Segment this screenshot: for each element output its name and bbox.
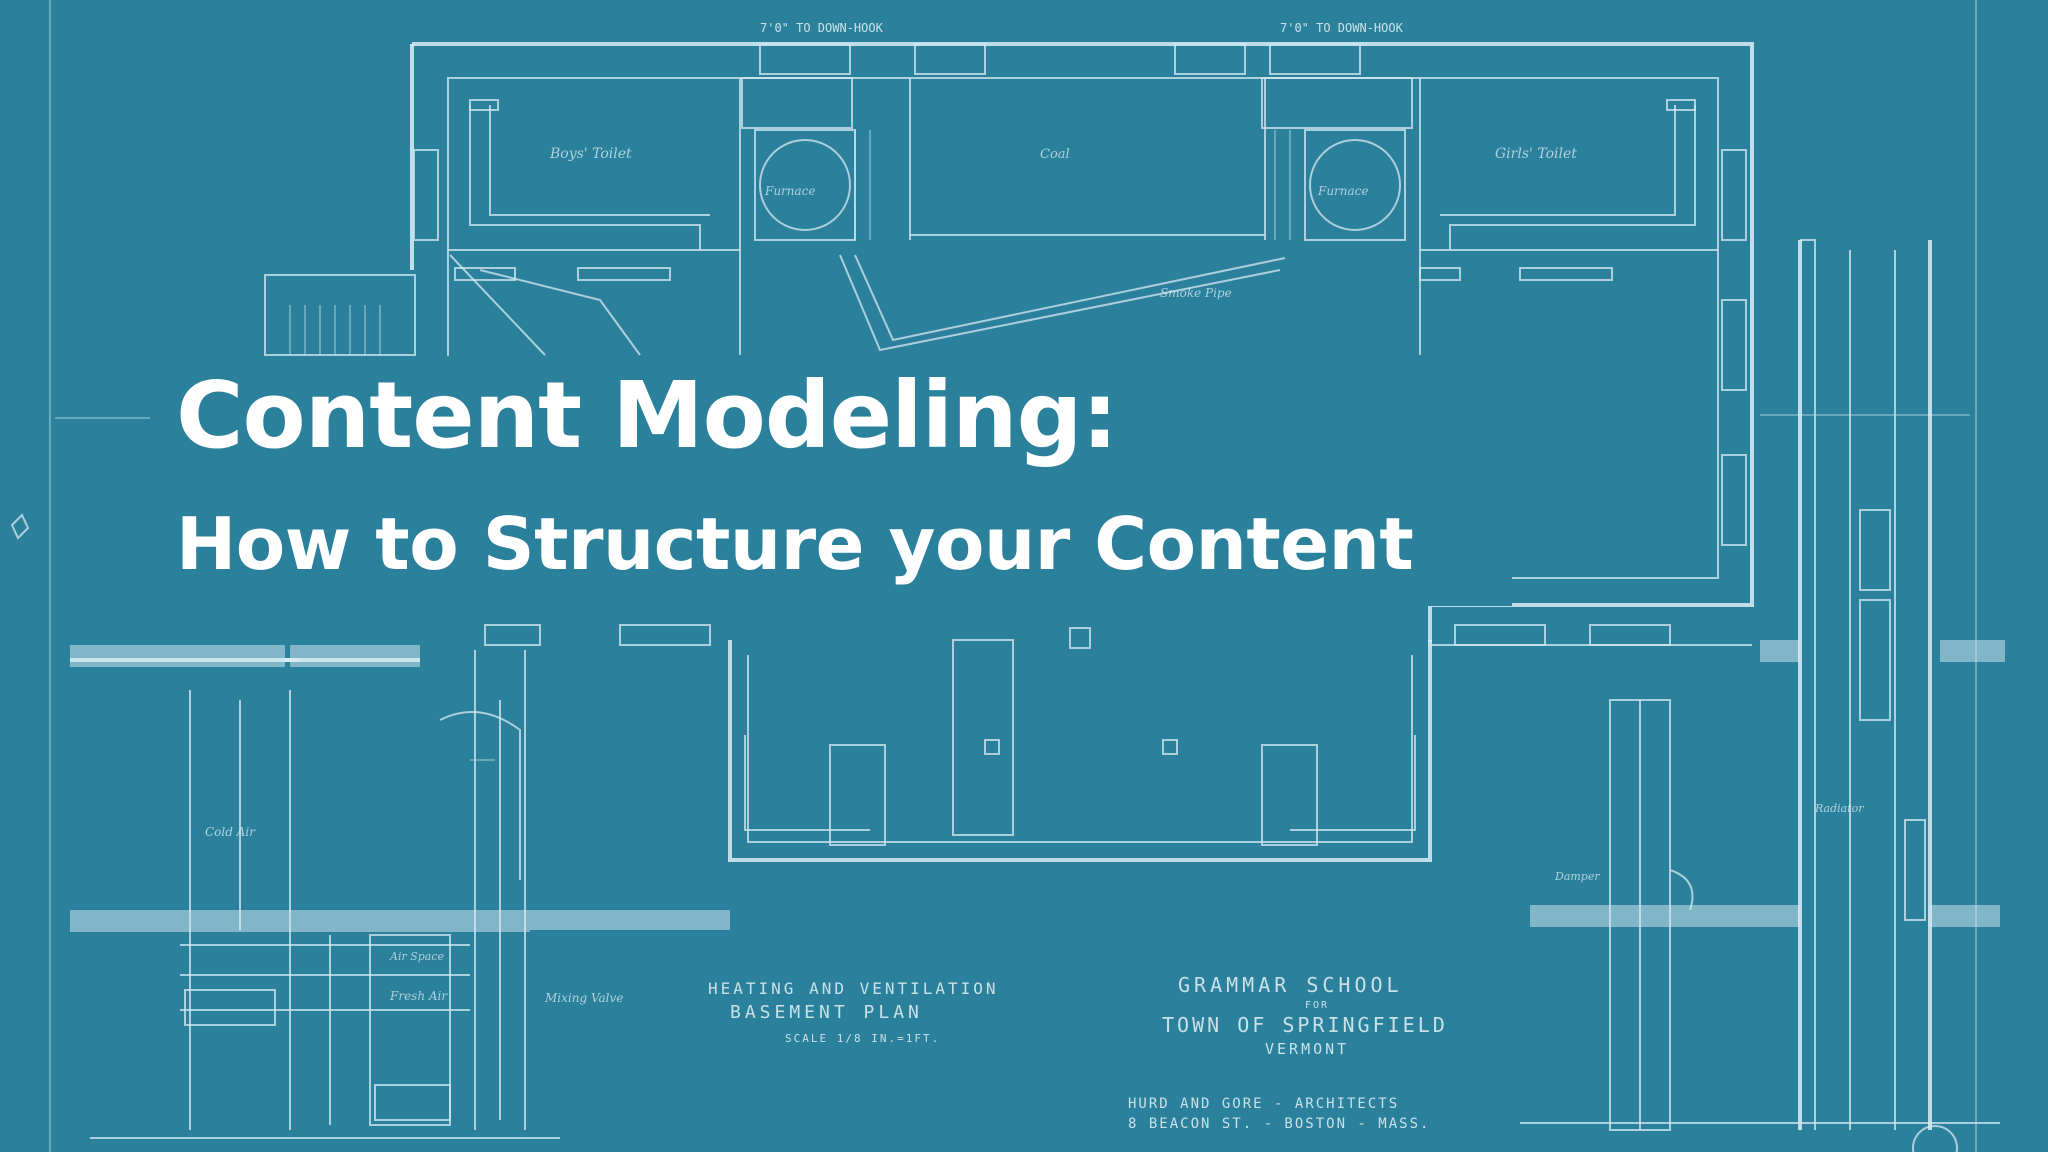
fresh-air-label: Fresh Air (389, 989, 448, 1003)
boys-toilet-label: Boys' Toilet (549, 146, 632, 162)
furnace-right-label: Furnace (1317, 184, 1369, 198)
top-right-note: 7'0" TO DOWN-HOOK (1280, 21, 1404, 35)
plan-caption-3: SCALE 1/8 IN.=1FT. (785, 1032, 940, 1045)
radiator-label: Radiator (1814, 802, 1864, 815)
architects-line-2: 8 BEACON ST. - BOSTON - MASS. (1128, 1116, 1430, 1132)
coal-label: Coal (1040, 147, 1070, 162)
mixing-valve-label: Mixing Valve (544, 991, 623, 1005)
school-name-2: FOR (1305, 1000, 1329, 1011)
title-band (152, 356, 1512, 606)
cold-air-label: Cold Air (205, 825, 256, 839)
school-name-1: GRAMMAR SCHOOL (1178, 973, 1403, 997)
plan-caption-1: HEATING AND VENTILATION (708, 979, 999, 998)
school-name-4: VERMONT (1265, 1040, 1349, 1058)
architects-line-1: HURD AND GORE - ARCHITECTS (1128, 1096, 1399, 1112)
school-name-3: TOWN OF SPRINGFIELD (1162, 1013, 1448, 1037)
furnace-left-label: Furnace (764, 184, 816, 198)
top-left-note: 7'0" TO DOWN-HOOK (760, 21, 884, 35)
slide-subtitle: How to Structure your Content (176, 502, 1414, 586)
girls-toilet-label: Girls' Toilet (1495, 146, 1577, 162)
slide-title: Content Modeling: (176, 362, 1118, 469)
air-space-label: Air Space (389, 950, 445, 963)
plan-caption-2: BASEMENT PLAN (730, 1002, 923, 1023)
damper-label: Damper (1554, 870, 1600, 883)
smoke-pipe-label: Smoke Pipe (1160, 286, 1232, 300)
